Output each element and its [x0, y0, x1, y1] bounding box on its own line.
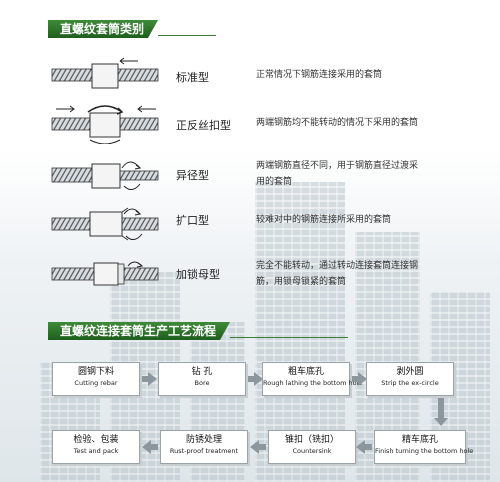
flow-arrow-head: [148, 372, 157, 386]
type-row-standard: 标准型 正常情况下钢筋连接采用的套筒: [0, 56, 500, 96]
process-step: 锥扣（铣扣） Countersink: [268, 430, 356, 464]
lock-nut-sleeve-diagram: [51, 261, 159, 286]
flow-arrow: [142, 376, 148, 382]
flow-arrow-head: [358, 372, 367, 386]
type-row-flared: 扩口型 较难对中的钢筋连接所采用的套筒: [0, 204, 500, 244]
type-description: 完全不能转动，通过转动连接套筒连接钢 筋，用锁母锁紧的套筒: [256, 261, 419, 287]
type-description: 正常情况下钢筋连接采用的套筒: [256, 70, 383, 80]
flow-arrow: [248, 376, 254, 382]
flow-arrow-down: [438, 398, 444, 420]
process-step: 钻 孔 Bore: [158, 362, 246, 396]
type-name: 扩口型: [176, 214, 209, 227]
type-name: 异径型: [176, 169, 209, 182]
section-header-types: 直螺纹套筒类别: [48, 20, 216, 38]
flow-arrow: [258, 444, 266, 450]
type-name: 加锁母型: [176, 268, 220, 281]
flow-arrow: [150, 444, 158, 450]
type-name: 标准型: [176, 71, 209, 84]
type-name: 正反丝扣型: [176, 119, 231, 132]
type-description: 两端钢筋均不能转动的情况下采用的套筒: [256, 118, 419, 128]
flow-arrow-head: [250, 440, 259, 454]
type-description: 较难对中的钢筋连接所采用的套筒: [256, 215, 392, 225]
type-row-reducer: 异径型 两端钢筋直径不同，用于钢筋直径过渡采 用的套筒: [0, 156, 500, 196]
flared-sleeve-diagram: [51, 207, 159, 241]
reducer-sleeve-diagram: [51, 161, 159, 190]
process-step: 检验、包装 Test and pack: [52, 430, 140, 464]
process-step: 圆钢下料 Cutting rebar: [52, 362, 140, 396]
type-description: 两端钢筋直径不同，用于钢筋直径过渡采 用的套筒: [256, 161, 419, 187]
process-step: 粗车底孔 Rough lathing the bottom hole: [262, 362, 362, 396]
flow-arrow-head: [254, 372, 263, 386]
flow-arrow-head: [356, 440, 365, 454]
section-title: 直螺纹连接套筒生产工艺流程: [48, 322, 230, 340]
process-step: 剥外圆 Strip the ex-circle: [366, 362, 454, 396]
section-header-process: 直螺纹连接套筒生产工艺流程: [48, 322, 348, 340]
section-title: 直螺纹套筒类别: [48, 20, 158, 38]
left-right-thread-sleeve-diagram: [51, 105, 159, 144]
type-row-left-right-thread: 正反丝扣型 两端钢筋均不能转动的情况下采用的套筒: [0, 104, 500, 144]
type-row-lock-nut: 加锁母型 完全不能转动，通过转动连接套筒连接钢 筋，用锁母锁紧的套筒: [0, 254, 500, 294]
flow-arrow: [352, 376, 358, 382]
flow-arrow-head: [142, 440, 151, 454]
flow-arrow: [364, 444, 372, 450]
standard-sleeve-diagram: [51, 57, 159, 89]
process-step: 精车底孔 Finish turning the bottom hole: [374, 430, 473, 464]
process-step: 防锈处理 Rust-proof treatment: [160, 430, 248, 464]
flow-arrow-down-head: [434, 418, 448, 426]
